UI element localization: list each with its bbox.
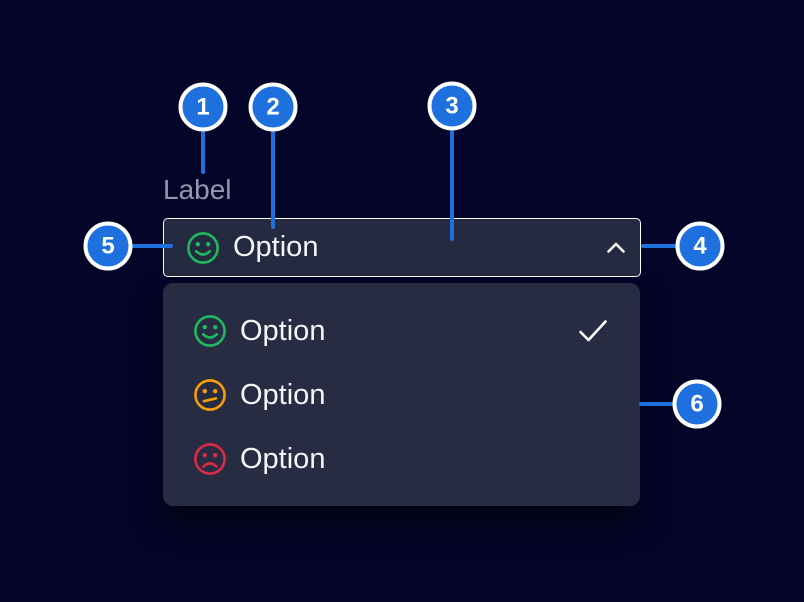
callout-number: 3: [445, 92, 459, 119]
callout-number: 1: [196, 93, 210, 120]
callout-number: 5: [101, 232, 115, 259]
callout-number: 4: [693, 232, 707, 259]
menu-item-negative[interactable]: Option: [163, 427, 640, 491]
menu-item-label: Option: [240, 442, 326, 475]
smiley-positive-icon: [193, 314, 227, 348]
dropdown-menu: Option Option: [163, 283, 640, 506]
callout-1: 1: [178, 82, 228, 132]
callout-line-5: [130, 244, 173, 248]
callout-line-3: [450, 130, 454, 241]
callout-number: 2: [266, 93, 280, 120]
smiley-positive-icon: [186, 231, 220, 265]
menu-item-label: Option: [240, 378, 326, 411]
dropdown-value: Option: [233, 231, 319, 263]
callout-4: 4: [675, 221, 725, 271]
callout-line-1: [201, 131, 205, 174]
chevron-up-icon[interactable]: [606, 242, 626, 254]
callout-number: 6: [690, 390, 704, 417]
menu-item-positive[interactable]: Option: [163, 299, 640, 363]
callout-2: 2: [248, 82, 298, 132]
dropdown-trigger[interactable]: Option: [163, 218, 641, 277]
callout-line-4: [641, 244, 679, 248]
checkmark-icon: [578, 319, 608, 343]
callout-5: 5: [83, 221, 133, 271]
menu-item-neutral[interactable]: Option: [163, 363, 640, 427]
callout-line-6: [639, 402, 675, 406]
callout-line-2: [271, 131, 275, 229]
menu-item-label: Option: [240, 314, 326, 347]
smiley-neutral-icon: [193, 378, 227, 412]
smiley-negative-icon: [193, 442, 227, 476]
callout-6: 6: [672, 379, 722, 429]
callout-3: 3: [427, 81, 477, 131]
dropdown-label: Label: [163, 174, 232, 205]
